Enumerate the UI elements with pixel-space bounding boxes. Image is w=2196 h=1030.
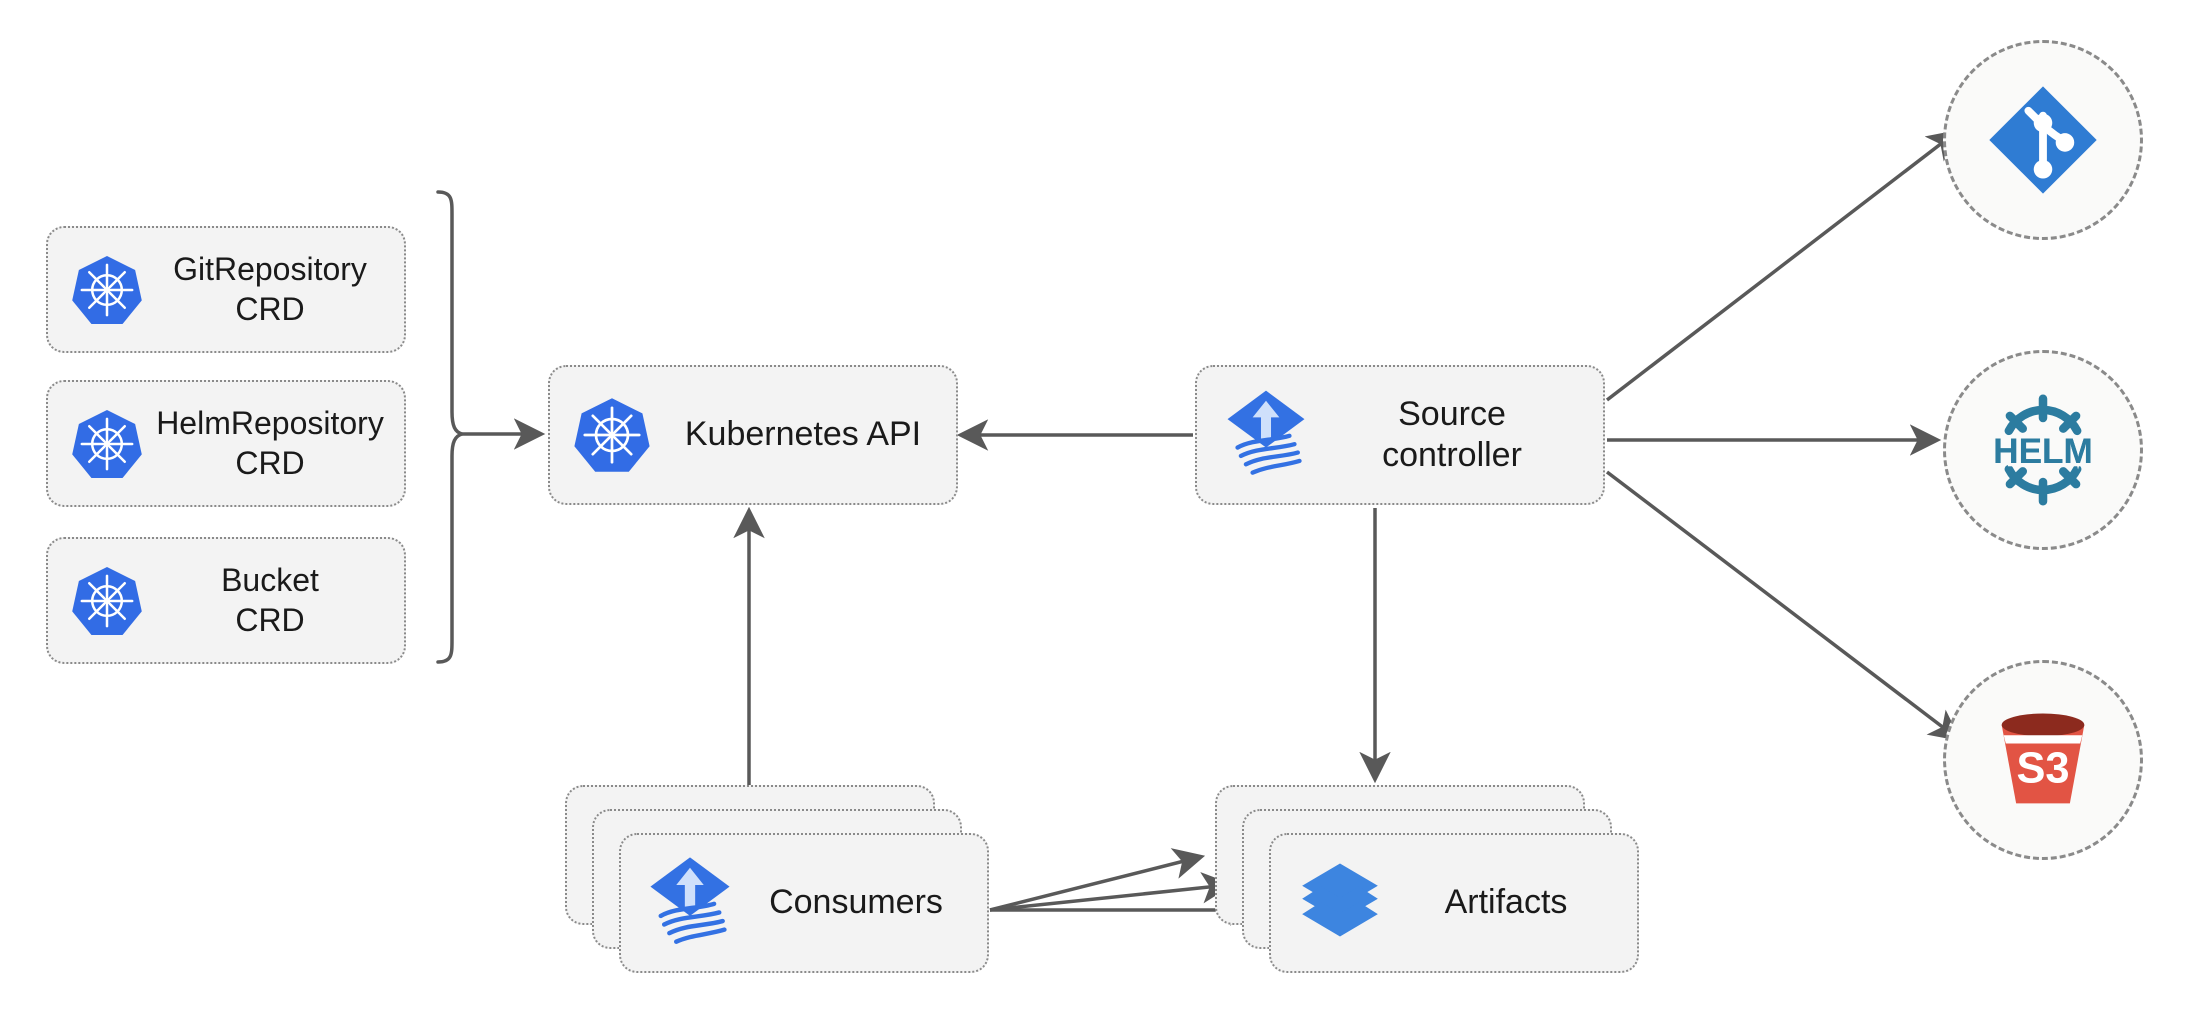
- edge-consumers-to-artifacts-mid: [989, 872, 1234, 912]
- kubernetes-icon: [572, 395, 652, 475]
- helm-wordmark: HELM: [1993, 432, 2093, 471]
- crd-label: HelmRepository CRD: [156, 405, 384, 481]
- consumers-stack-layer-front[interactable]: Consumers: [619, 833, 989, 973]
- s3-bucket-icon: S3: [1978, 695, 2108, 825]
- crd-bracket: [436, 190, 469, 664]
- crd-box-bucket[interactable]: Bucket CRD: [46, 537, 406, 664]
- svg-text:HELM: HELM: [1993, 432, 2093, 471]
- edge-source-to-s3: [1605, 470, 1962, 742]
- node-kubernetes-api[interactable]: Kubernetes API: [548, 365, 958, 505]
- node-label: Artifacts: [1444, 883, 1568, 922]
- s3-wordmark: S3: [2016, 745, 2069, 793]
- crd-box-helmrepository[interactable]: HelmRepository CRD: [46, 380, 406, 507]
- node-source-controller[interactable]: Source controller: [1195, 365, 1605, 505]
- crd-label: Bucket CRD: [221, 562, 319, 638]
- layers-icon: [1297, 855, 1383, 951]
- external-node-s3[interactable]: S3: [1943, 660, 2143, 860]
- flux-icon: [1223, 389, 1309, 481]
- artifacts-stack-layer-front[interactable]: Artifacts: [1269, 833, 1639, 973]
- kubernetes-icon: [70, 564, 144, 638]
- git-icon: [1978, 75, 2108, 205]
- external-node-git[interactable]: [1943, 40, 2143, 240]
- crd-box-gitrepository[interactable]: GitRepository CRD: [46, 226, 406, 353]
- kubernetes-icon: [70, 407, 144, 481]
- kubernetes-icon: [70, 253, 144, 327]
- node-label: Kubernetes API: [684, 415, 922, 454]
- edge-consumers-to-artifacts-back: [989, 848, 1206, 912]
- crd-label: GitRepository CRD: [173, 251, 367, 327]
- node-label: Source controller: [1382, 394, 1522, 474]
- node-label: Consumers: [769, 883, 943, 922]
- flux-icon: [647, 855, 733, 951]
- helm-icon: HELM HELM: [1978, 385, 2108, 515]
- external-node-helm[interactable]: HELM HELM: [1943, 350, 2143, 550]
- edge-source-to-git: [1605, 129, 1960, 402]
